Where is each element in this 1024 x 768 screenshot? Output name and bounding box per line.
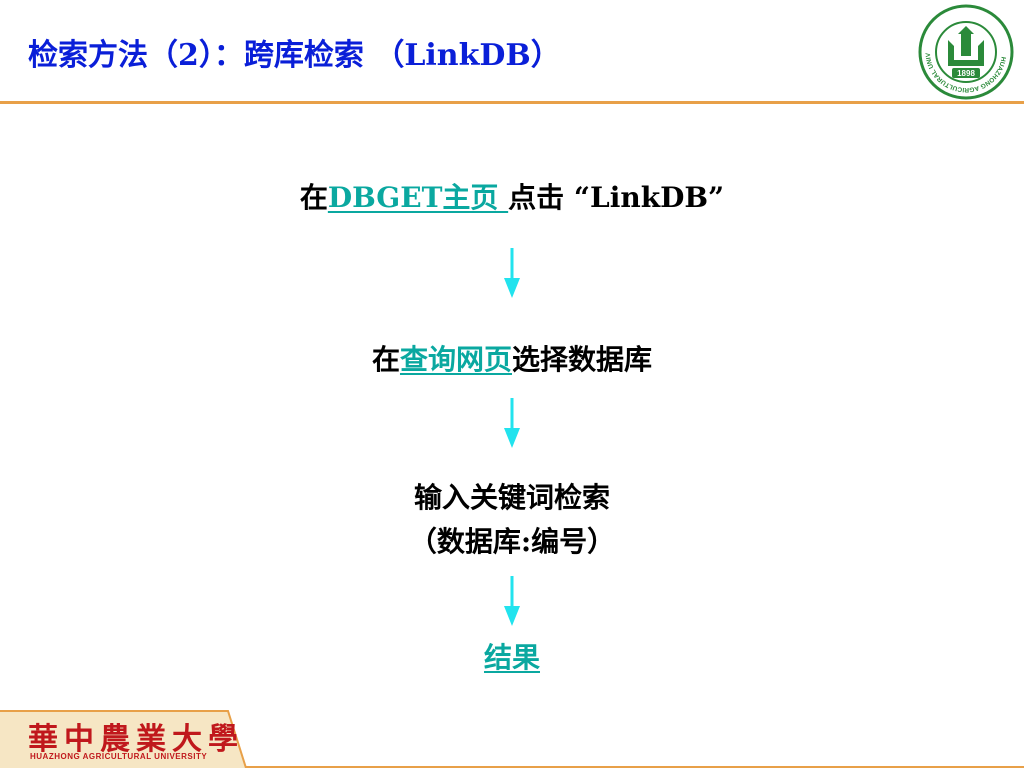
footer-university-name: 華中農業大學 [28,722,244,757]
step-dbget: 在DBGET主页 点击 “LinkDB” [0,176,1024,216]
step-query-prefix: 在 [371,343,400,376]
step-result: 结果 [0,636,1024,676]
step-keyword: 输入关键词检索 （数据库:编号） [0,476,1024,564]
step-keyword-line2: （数据库:编号） [408,525,616,558]
dbget-home-link[interactable]: DBGET主页 [327,181,509,214]
footer-university-subtitle: HUAZHONG AGRICULTURAL UNIVERSITY [30,752,208,761]
title-divider [0,101,1024,104]
step-query: 在查询网页选择数据库 [0,338,1024,378]
result-link[interactable]: 结果 [483,641,540,674]
arrow-down-icon [504,398,520,448]
slide-title: 检索方法（2）：跨库检索 （LinkDB） [28,38,561,73]
emblem-year: 1898 [957,69,975,78]
university-emblem-icon: HUAZHONG AGRICULTURAL UNIVERSITY 1898 [918,4,1014,100]
step-keyword-line1: 输入关键词检索 [413,481,610,514]
footer-band [0,710,1024,768]
query-page-link[interactable]: 查询网页 [399,343,512,376]
step-query-suffix: 选择数据库 [512,343,653,376]
arrow-down-icon [504,576,520,626]
step-dbget-prefix: 在 [299,181,328,214]
arrow-down-icon [504,248,520,298]
step-dbget-suffix: 点击 “LinkDB” [508,181,725,214]
